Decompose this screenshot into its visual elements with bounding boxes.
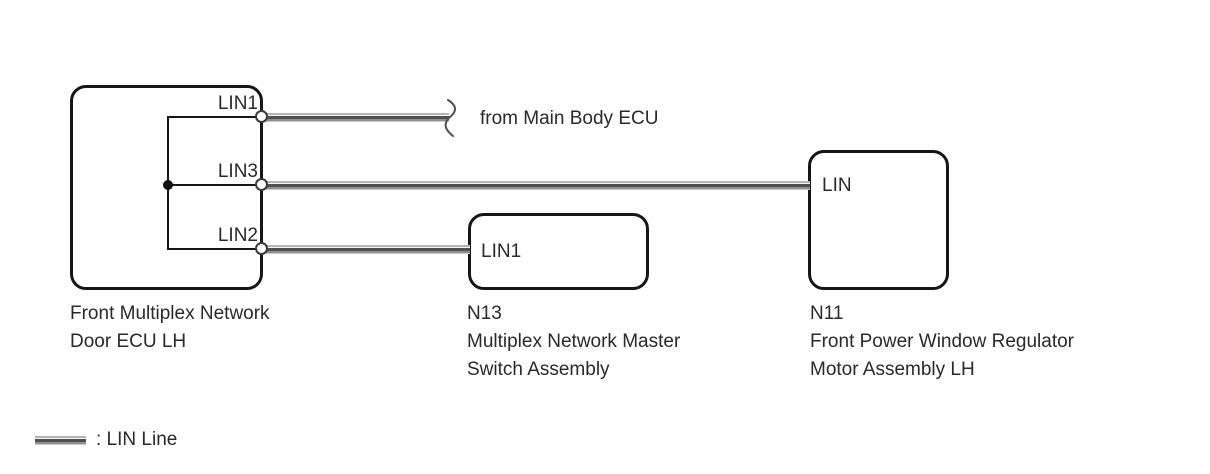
motor-caption-line3: Motor Assembly LH [810, 359, 975, 380]
door-ecu-caption-line1: Front Multiplex Network [70, 303, 270, 324]
motor-caption-line2: Front Power Window Regulator [810, 331, 1074, 352]
legend: : LIN Line [35, 426, 177, 454]
legend-label: : LIN Line [96, 429, 178, 450]
pin-label-lin3: LIN3 [217, 161, 258, 182]
motor-caption: N11 Front Power Window Regulator Motor A… [810, 300, 1074, 384]
door-ecu-caption-line2: Door ECU LH [70, 331, 187, 352]
internal-line-lin3 [167, 184, 263, 186]
pin-label-lin1: LIN1 [217, 93, 258, 114]
wire-lin1-to-main-body-ecu [266, 113, 449, 122]
pin-circle-lin1 [255, 110, 268, 123]
master-switch-box [468, 213, 649, 290]
door-ecu-caption: Front Multiplex Network Door ECU LH [70, 300, 270, 356]
master-switch-caption-line3: Switch Assembly [467, 359, 610, 380]
junction-dot [163, 180, 173, 190]
pin-circle-lin2 [255, 242, 268, 255]
lin-line-swatch-icon [35, 435, 86, 445]
internal-line-lin2 [167, 248, 263, 250]
internal-line-lin1 [167, 116, 263, 118]
master-switch-caption: N13 Multiplex Network Master Switch Asse… [467, 300, 680, 384]
external-source-label: from Main Body ECU [480, 108, 659, 129]
master-switch-caption-line1: N13 [467, 303, 502, 324]
wire-lin2-to-master-switch [266, 245, 470, 254]
master-switch-caption-line2: Multiplex Network Master [467, 331, 681, 352]
wire-break-icon [444, 99, 456, 137]
motor-pin-label: LIN [822, 175, 852, 196]
motor-caption-line1: N11 [810, 303, 844, 324]
motor-box [808, 150, 949, 290]
master-switch-pin-label: LIN1 [481, 241, 522, 262]
pin-label-lin2: LIN2 [217, 225, 258, 246]
wire-lin3-to-motor [266, 181, 810, 190]
pin-circle-lin3 [255, 178, 268, 191]
